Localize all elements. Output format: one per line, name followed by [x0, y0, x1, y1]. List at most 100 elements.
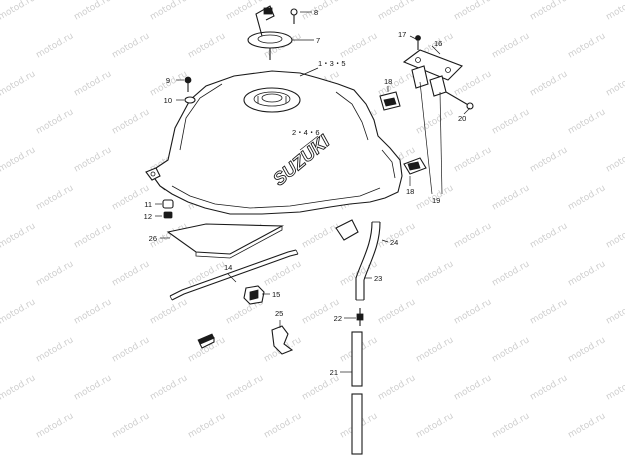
watermark-text: motod.ru	[605, 145, 625, 174]
watermark-text: motod.ru	[529, 297, 570, 326]
watermark-text: motod.ru	[377, 373, 418, 402]
watermark-text: motod.ru	[491, 107, 532, 136]
watermark-text: motod.ru	[453, 221, 494, 250]
watermark-text: motod.ru	[529, 0, 570, 23]
callout-9: 9	[166, 76, 170, 85]
part-8-bolt	[290, 8, 298, 24]
part-11-cushion	[162, 199, 174, 209]
watermark-text: motod.ru	[187, 411, 228, 440]
watermark-text: motod.ru	[35, 411, 76, 440]
watermark-text: motod.ru	[605, 373, 625, 402]
part-20-bolt	[445, 91, 474, 110]
watermark-text: motod.ru	[35, 183, 76, 212]
watermark-text: motod.ru	[415, 411, 456, 440]
watermark-text: motod.ru	[73, 0, 114, 23]
watermark-text: motod.ru	[225, 0, 266, 23]
watermark-text: motod.ru	[453, 69, 494, 98]
watermark-text: motod.ru	[149, 297, 190, 326]
watermark-text: motod.ru	[453, 373, 494, 402]
watermark-text: motod.ru	[187, 259, 228, 288]
callout-18-lower: 18	[406, 187, 414, 196]
watermark-text: motod.ru	[149, 0, 190, 23]
watermark-text: motod.ru	[415, 107, 456, 136]
watermark-text: motod.ru	[415, 335, 456, 364]
callout-19: 19	[432, 196, 440, 205]
watermark-text: motod.ru	[263, 411, 304, 440]
callout-23: 23	[374, 274, 382, 283]
watermark-text: motod.ru	[35, 335, 76, 364]
watermark-text: motod.ru	[453, 297, 494, 326]
callout-26: 26	[149, 234, 157, 243]
watermark-text: motod.ru	[529, 373, 570, 402]
watermark-text: motod.ru	[301, 0, 342, 23]
watermark-text: motod.ru	[73, 145, 114, 174]
watermark-text: motod.ru	[187, 31, 228, 60]
callout-18-upper: 18	[384, 77, 392, 86]
callout-1-3-5: 1・3・5	[318, 59, 346, 68]
callout-16: 16	[434, 39, 442, 48]
watermark-layer: motod.ru motod.ru motod.ru motod.ru motod.ru…	[0, 0, 625, 441]
watermark-text: motod.ru	[529, 145, 570, 174]
watermark-text: motod.ru	[339, 31, 380, 60]
watermark-text: motod.ru	[0, 145, 37, 174]
part-16-bracket	[402, 49, 463, 97]
watermark-text: motod.ru	[73, 297, 114, 326]
part-18-cushion-lower	[403, 157, 427, 175]
callout-21: 21	[330, 368, 338, 377]
watermark-text: motod.ru	[0, 373, 37, 402]
watermark-text: motod.ru	[111, 411, 152, 440]
callout-labels: 8 7 1・3・5 2・4・6 9 10 11 12 26 14 15 25 1…	[144, 8, 467, 377]
watermark-text: motod.ru	[491, 183, 532, 212]
part-9-bolt	[184, 76, 192, 92]
part-18-cushion-upper	[379, 91, 401, 111]
callout-25: 25	[275, 309, 283, 318]
callout-20: 20	[458, 114, 466, 123]
part-15-clamp	[243, 285, 265, 305]
callout-17: 17	[398, 30, 406, 39]
watermark-text: motod.ru	[225, 373, 266, 402]
callout-12: 12	[144, 212, 152, 221]
watermark-text: motod.ru	[567, 335, 608, 364]
part-10-washer	[184, 96, 196, 104]
watermark-text: motod.ru	[453, 0, 494, 23]
watermark-text: motod.ru	[605, 221, 625, 250]
watermark-text: motod.ru	[73, 373, 114, 402]
watermark-text: motod.ru	[0, 0, 37, 23]
watermark-text: motod.ru	[111, 107, 152, 136]
fuel-tank: SUZUKI	[145, 70, 403, 215]
callout-22: 22	[334, 314, 342, 323]
watermark-text: motod.ru	[529, 221, 570, 250]
callout-8: 8	[314, 8, 318, 17]
watermark-text: motod.ru	[111, 259, 152, 288]
callout-2-4-6: 2・4・6	[292, 128, 320, 137]
watermark-text: motod.ru	[35, 259, 76, 288]
watermark-text: motod.ru	[0, 297, 37, 326]
watermark-text: motod.ru	[491, 335, 532, 364]
watermark-text: motod.ru	[491, 31, 532, 60]
watermark-text: motod.ru	[301, 373, 342, 402]
watermark-text: motod.ru	[567, 183, 608, 212]
part-24-hose	[335, 219, 381, 300]
watermark-text: motod.ru	[491, 259, 532, 288]
part-25-clip	[271, 325, 294, 355]
part-12-nut	[163, 211, 173, 219]
watermark-text: motod.ru	[73, 69, 114, 98]
watermark-text: motod.ru	[111, 31, 152, 60]
part-22-fitting	[356, 308, 364, 326]
watermark-text: motod.ru	[567, 107, 608, 136]
part-14-rod	[169, 249, 299, 301]
callout-10: 10	[164, 96, 172, 105]
watermark-text: motod.ru	[491, 411, 532, 440]
callout-24: 24	[390, 238, 398, 247]
watermark-text: motod.ru	[73, 221, 114, 250]
callout-7: 7	[316, 36, 320, 45]
watermark-text: motod.ru	[301, 221, 342, 250]
watermark-text: motod.ru	[377, 297, 418, 326]
watermark-text: motod.ru	[35, 31, 76, 60]
callout-14: 14	[224, 263, 232, 272]
leader-lines	[155, 11, 471, 373]
callout-15: 15	[272, 290, 280, 299]
watermark-text: motod.ru	[605, 69, 625, 98]
